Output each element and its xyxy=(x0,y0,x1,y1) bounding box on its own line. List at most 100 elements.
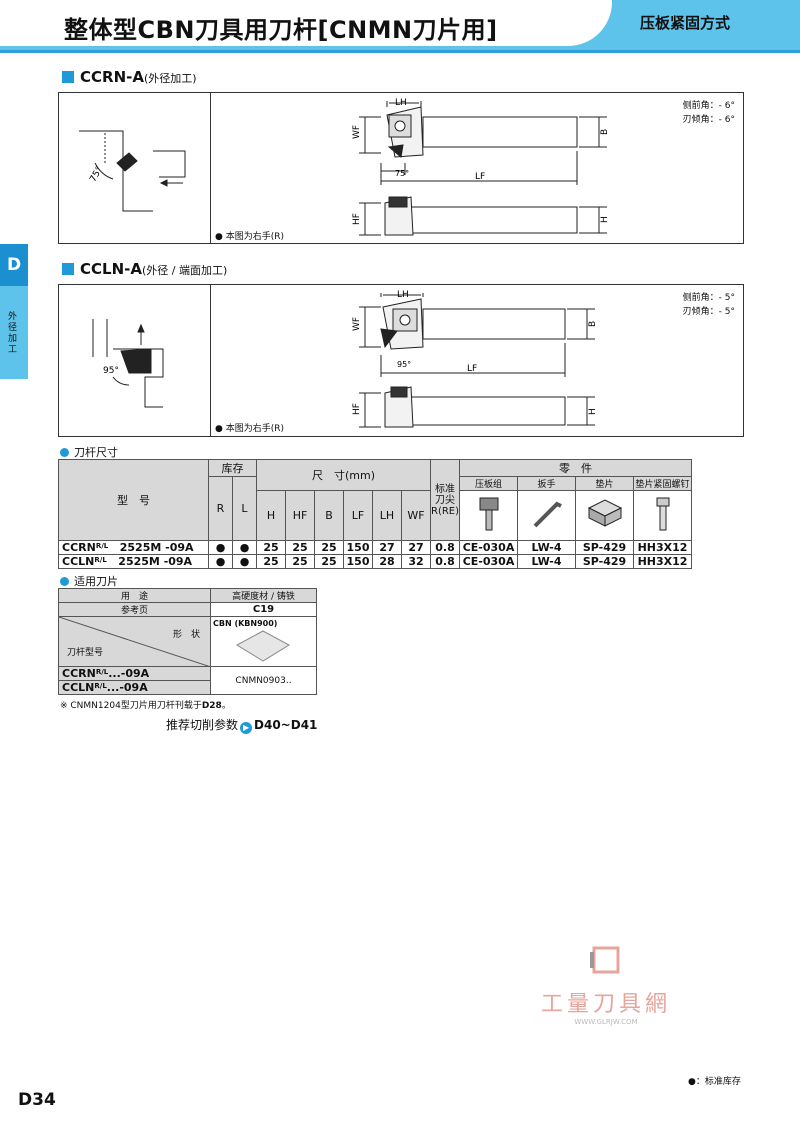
dim-lh: LH xyxy=(395,98,407,108)
ccrn-figure: 75° LH WF B LF 75° HF H xyxy=(58,92,744,244)
arrow-right-icon: ▶ xyxy=(240,722,253,734)
dim-h: H xyxy=(600,216,610,223)
ccrn-drawing: 75° LH WF B LF 75° HF H xyxy=(79,98,610,236)
insert-shape-cell: CBN (KBN900) xyxy=(210,616,317,667)
shape-holder-header: 形 状 刀杆型号 xyxy=(58,616,211,667)
header-rule xyxy=(0,50,800,53)
ccln-angle-notes: 侧前角：- 5° 刃倾角：- 5° xyxy=(683,291,735,319)
cell-lf: 150 xyxy=(343,554,373,569)
cell-h: 25 xyxy=(256,554,286,569)
page-title: 整体型CBN刀具用刀杆[CNMN刀片用] xyxy=(64,16,498,44)
angle-95-label: 95° xyxy=(397,360,411,369)
ccln-drawing: 95° LH WF B LF 95° HF H xyxy=(92,290,598,428)
cell-wrench: LW-4 xyxy=(517,540,577,555)
section-subtitle: (外径 / 端面加工) xyxy=(141,264,228,277)
section-ccrn-heading: CCRN-A(外径加工) xyxy=(62,68,197,86)
dim-b: B xyxy=(588,321,598,327)
footnote: ※ CNMN1204型刀片用刀杆刊载于D28。 xyxy=(60,701,231,711)
dim-wf: WF xyxy=(352,317,362,331)
chapter-label: 外径加工 xyxy=(8,312,18,355)
ref-value: C19 xyxy=(210,602,317,617)
ccrn-workpiece-sketch xyxy=(79,130,186,212)
stock-legend: ●：标准库存 xyxy=(688,1077,741,1087)
recommend-params-link[interactable]: 推荐切削参数▶D40~D41 xyxy=(166,718,318,734)
insert-holder-row: CCLNR/L...-09A xyxy=(58,680,211,695)
col-hf: HF xyxy=(285,490,315,541)
dimension-header: 尺 寸(mm) xyxy=(256,459,431,491)
section-code: CCRN-A xyxy=(80,68,144,86)
cell-b: 25 xyxy=(314,554,344,569)
col-wf: WF xyxy=(401,490,431,541)
cell-lh: 27 xyxy=(372,540,402,555)
figure-divider xyxy=(210,285,211,436)
insert-grade: CBN (KBN900) xyxy=(213,619,278,628)
col-lh: LH xyxy=(372,490,402,541)
clamp-type-label: 压板紧固方式 xyxy=(640,14,731,32)
cell-lf: 150 xyxy=(343,540,373,555)
ccrn-side-view xyxy=(359,196,607,236)
table-row: CCLNR/L 2525M -09A ● ● 25 25 25 150 28 3… xyxy=(58,554,693,569)
cell-clamp: CE-030A xyxy=(459,540,519,555)
dim-h: H xyxy=(588,408,598,415)
shape-label: 形 状 xyxy=(172,630,200,640)
approach-angle-label: 95° xyxy=(103,366,119,376)
part-shim-header: 垫片 xyxy=(575,476,635,491)
angle-75-label: 75° xyxy=(395,169,409,178)
ccln-top-view xyxy=(359,293,595,377)
col-b: B xyxy=(314,490,344,541)
cell-clamp: CE-030A xyxy=(459,554,519,569)
insert-holder-row: CCRNR/L...-09A xyxy=(58,666,211,681)
section-subtitle: (外径加工) xyxy=(143,72,197,85)
dim-wf: WF xyxy=(352,125,362,139)
holder-label: 刀杆型号 xyxy=(67,648,104,658)
cell-h: 25 xyxy=(256,540,286,555)
insert-table: 用 途 高硬度材 / 铸铁 参考页 C19 形 状 刀杆型号 CBN (KBN9… xyxy=(58,588,317,695)
model-cell: CCLNR/L 2525M -09A xyxy=(58,554,209,569)
stock-header: 库存 xyxy=(208,459,257,477)
dim-b: B xyxy=(600,129,610,135)
cell-re: 0.8 xyxy=(429,554,461,569)
ccln-workpiece-sketch xyxy=(92,319,164,408)
dim-hf: HF xyxy=(352,403,362,415)
inclination-angle: 刃倾角：- 5° xyxy=(682,307,735,317)
cell-screw: HH3X12 xyxy=(633,540,693,555)
dim-lf: LF xyxy=(475,172,485,182)
usage-label: 用 途 xyxy=(58,588,211,603)
part-wrench-header: 扳手 xyxy=(517,476,577,491)
col-l: L xyxy=(232,476,257,541)
section-code: CCLN-A xyxy=(80,260,142,278)
cell-re: 0.8 xyxy=(429,540,461,555)
watermark: 工量刀具網 WWW.GLRJW.COM xyxy=(536,946,676,1026)
cell-shim: SP-429 xyxy=(575,540,635,555)
watermark-logo-icon xyxy=(590,946,620,974)
side-rake-angle: 侧前角：- 6° xyxy=(682,101,735,111)
dim-lh: LH xyxy=(397,290,409,300)
cell-wf: 32 xyxy=(401,554,431,569)
section-square-icon xyxy=(62,263,74,275)
radius-header: 标准刀尖R(RE) xyxy=(429,459,461,541)
bullet-icon xyxy=(60,577,69,586)
wrench-icon xyxy=(517,490,577,541)
chapter-letter: D xyxy=(0,244,28,286)
part-clamp-header: 压板组 xyxy=(459,476,519,491)
cell-lh: 28 xyxy=(372,554,402,569)
table-row: CCRNR/L 2525M -09A ● ● 25 25 25 150 27 2… xyxy=(58,540,693,555)
header-title-area xyxy=(0,0,612,46)
cell-screw: HH3X12 xyxy=(633,554,693,569)
cell-b: 25 xyxy=(314,540,344,555)
dim-hf: HF xyxy=(352,213,362,225)
cell-wrench: LW-4 xyxy=(517,554,577,569)
holder-spec-table: 型 号 库存 尺 寸(mm) 标准刀尖R(RE) 零 件 R L 压板组 扳手 … xyxy=(58,459,693,569)
section-square-icon xyxy=(62,71,74,83)
ccrn-angle-notes: 侧前角：- 6° 刃倾角：- 6° xyxy=(683,99,735,127)
model-header: 型 号 xyxy=(58,459,209,541)
cell-shim: SP-429 xyxy=(575,554,635,569)
section-ccln-heading: CCLN-A(外径 / 端面加工) xyxy=(62,260,227,278)
ccrn-top-view xyxy=(359,101,607,185)
screw-icon xyxy=(633,490,693,541)
approach-angle-label: 75° xyxy=(88,165,105,184)
insert-table-caption: 适用刀片 xyxy=(60,573,118,589)
cell-hf: 25 xyxy=(285,540,315,555)
part-screw-header: 垫片紧固螺钉 xyxy=(633,476,693,491)
figure-divider xyxy=(210,93,211,243)
